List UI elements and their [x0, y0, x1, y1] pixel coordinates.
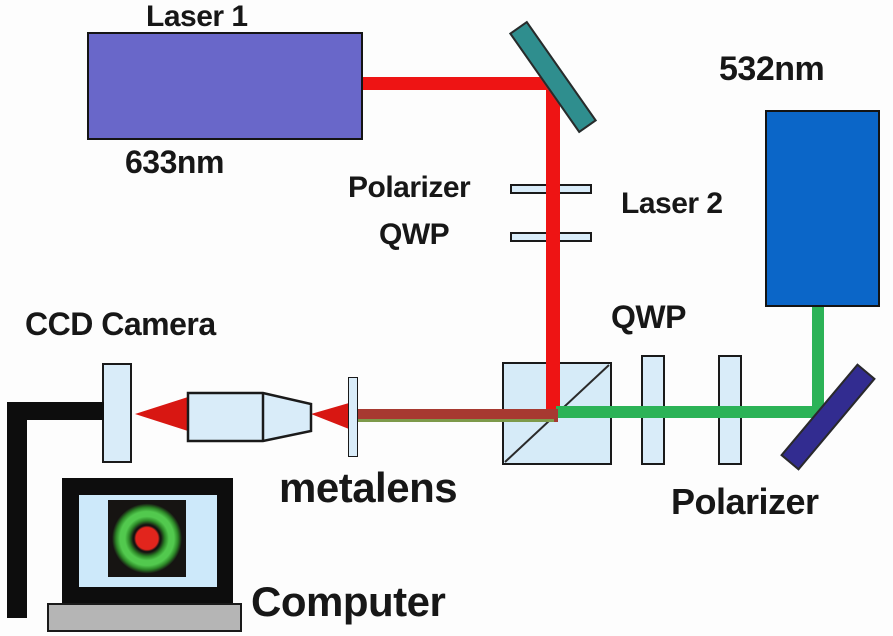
ccd-camera-label: CCD Camera: [25, 306, 216, 342]
focused-beam-ccd: [135, 397, 188, 431]
green-beam-vertical: [812, 306, 824, 418]
computer-base: [47, 603, 242, 632]
combined-beam-green-edge: [356, 419, 554, 422]
qwp-beam1-label: QWP: [379, 218, 450, 251]
laser1-label: Laser 1: [146, 0, 248, 33]
objective-lens: [186, 391, 313, 443]
computer-label: Computer: [251, 578, 446, 625]
metalens-label: metalens: [279, 464, 458, 511]
green-beam-horizontal: [556, 406, 822, 418]
laser2-label: Laser 2: [621, 187, 723, 220]
beam-profile-image: [108, 500, 186, 577]
qwp-beam2-label: QWP: [611, 299, 686, 335]
metalens-element: [348, 377, 358, 457]
polarizer-beam2-label: Polarizer: [671, 481, 819, 522]
ccd-sensor: [102, 363, 132, 463]
red-beam-horizontal: [363, 77, 553, 90]
laser2-box: [765, 110, 880, 307]
laser1-box: [87, 32, 363, 140]
ccd-cable-horizontal: [7, 402, 104, 420]
polarizer-beam1-label: Polarizer: [348, 171, 471, 204]
red-beam-vertical: [546, 80, 560, 412]
laser2-wavelength-label: 532nm: [719, 50, 825, 88]
combined-beam: [352, 409, 558, 422]
ccd-cable-vertical: [7, 402, 27, 618]
focused-beam-metalens: [311, 403, 349, 429]
laser1-wavelength-label: 633nm: [125, 144, 224, 180]
